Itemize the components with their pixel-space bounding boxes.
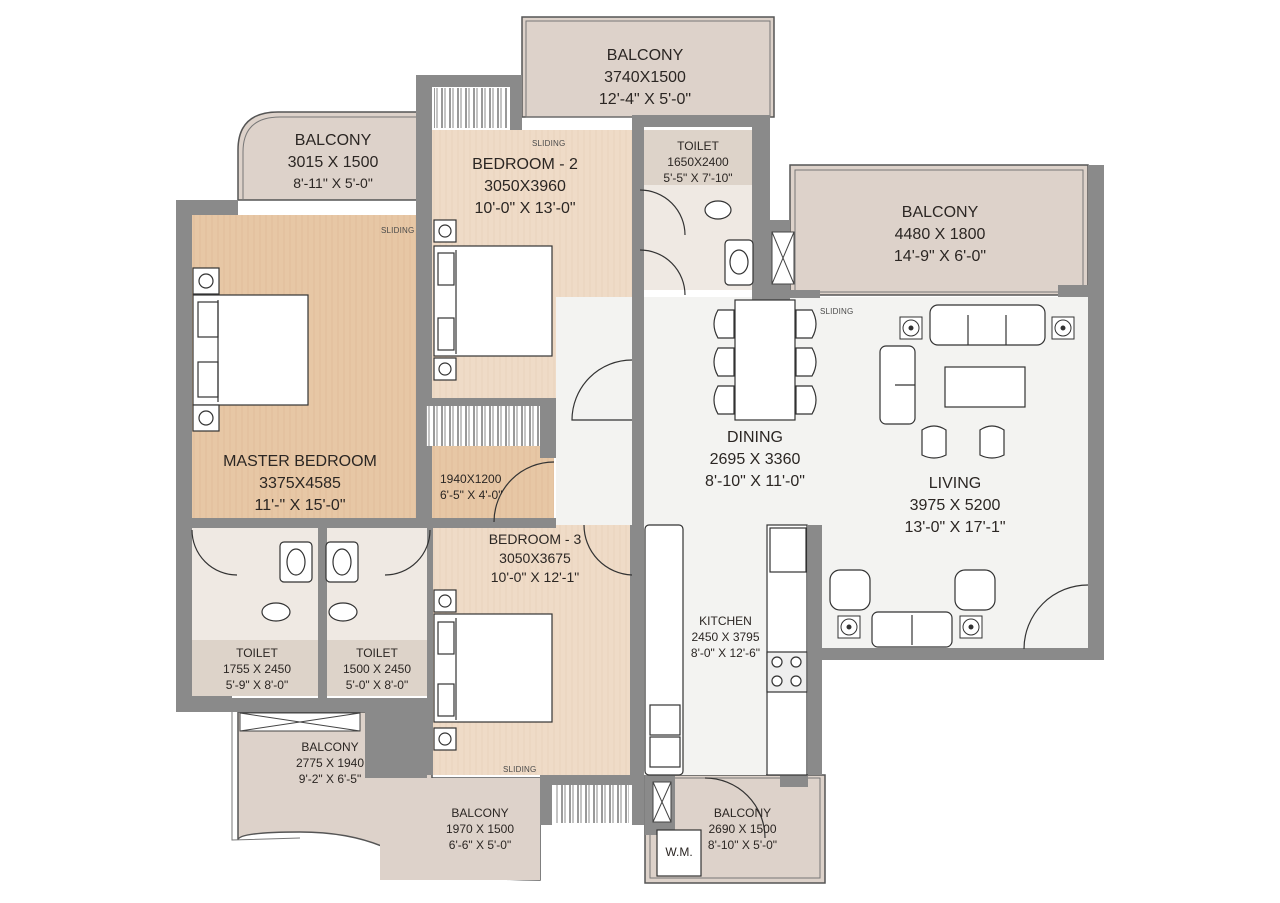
toilet-mid-label: TOILET 1500 X 2450 5'-0" X 8'-0" bbox=[327, 645, 427, 693]
dining-table-icon bbox=[713, 299, 817, 421]
room-imperial: 13'-0" X 17'-1" bbox=[904, 519, 1006, 536]
balcony-bottom-right-label: BALCONY 2690 X 1500 8'-10" X 5'-0" bbox=[700, 805, 785, 853]
railing-bedroom-2 bbox=[434, 88, 508, 128]
bedroom-3-label: BEDROOM - 3 3050X3675 10'-0" X 12'-1" bbox=[460, 530, 610, 587]
walls bbox=[176, 75, 1104, 835]
balcony-bottom-mid bbox=[380, 778, 540, 880]
room-metric: 1970 X 1500 bbox=[445, 822, 515, 836]
balcony-top-label: BALCONY 3740X1500 12'-4" X 5'-0" bbox=[560, 45, 730, 111]
master-bed-icon bbox=[192, 267, 309, 432]
room-name: BEDROOM - 2 bbox=[472, 156, 578, 173]
room-name: MASTER BEDROOM bbox=[223, 453, 377, 470]
sliding-tag: SLIDING bbox=[503, 765, 537, 774]
room-name: TOILET bbox=[236, 646, 278, 660]
living-label: LIVING 3975 X 5200 13'-0" X 17'-1" bbox=[880, 473, 1030, 539]
sliding-tag: SLIDING bbox=[820, 307, 854, 316]
room-metric: 1755 X 2450 bbox=[222, 662, 292, 676]
dining-label: DINING 2695 X 3360 8'-10" X 11'-0" bbox=[680, 427, 830, 493]
washing-machine-icon bbox=[656, 829, 702, 877]
washing-machine-label: W.M. bbox=[665, 845, 693, 859]
sofa-icon bbox=[829, 304, 1046, 648]
room-imperial: 9'-2" X 6'-5" bbox=[298, 772, 362, 786]
bed-2-icon bbox=[433, 219, 553, 381]
toilet-top-header bbox=[638, 130, 756, 185]
room-imperial: 5'-0" X 8'-0" bbox=[345, 678, 409, 692]
shaft-icon bbox=[239, 231, 795, 823]
sliding-tag: SLIDING bbox=[381, 226, 415, 235]
bed-3-icon bbox=[433, 589, 553, 751]
room-imperial: 8'-0" X 12'-6" bbox=[690, 646, 761, 660]
bedroom-2-label: BEDROOM - 2 3050X3960 10'-0" X 13'-0" bbox=[440, 154, 610, 220]
room-imperial: 10'-0" X 12'-1" bbox=[490, 569, 580, 585]
kitchen-counter-icon bbox=[644, 524, 808, 776]
balcony-left-top bbox=[237, 111, 419, 201]
room-metric: 3015 X 1500 bbox=[287, 154, 379, 171]
room-name: DINING bbox=[727, 429, 783, 446]
door-icon bbox=[191, 189, 1089, 839]
plant-icon bbox=[837, 316, 1075, 639]
room-imperial: 8'-10" X 5'-0" bbox=[707, 838, 778, 852]
room-imperial: 11'-" X 15'-0" bbox=[254, 497, 346, 514]
room-metric: 3050X3960 bbox=[484, 178, 566, 195]
room-name: BALCONY bbox=[901, 204, 979, 221]
room-imperial: 8'-10" X 11'-0" bbox=[705, 473, 805, 490]
room-name: TOILET bbox=[356, 646, 398, 660]
toilet-left-label: TOILET 1755 X 2450 5'-9" X 8'-0" bbox=[196, 645, 318, 693]
balcony-left-top-label: BALCONY 3015 X 1500 8'-11" X 5'-0" bbox=[258, 130, 408, 193]
room-metric: 2450 X 3795 bbox=[691, 630, 760, 644]
toilet-mid-header bbox=[327, 640, 427, 696]
balcony-top bbox=[521, 16, 775, 118]
room-metric: 3740X1500 bbox=[604, 69, 686, 86]
room-imperial: 6'-5" X 4'-0" bbox=[440, 488, 503, 502]
room-name: BEDROOM - 3 bbox=[488, 531, 582, 547]
room-name: KITCHEN bbox=[699, 614, 752, 628]
railing-dress bbox=[426, 406, 540, 446]
room-imperial: 5'-9" X 8'-0" bbox=[225, 678, 289, 692]
sliding-tag: SLIDING bbox=[532, 139, 566, 148]
room-metric: 1500 X 2450 bbox=[342, 662, 412, 676]
toilet-top-label: TOILET 1650X2400 5'-5" X 7'-10" bbox=[648, 138, 748, 186]
room-name: BALCONY bbox=[294, 132, 372, 149]
room-name: LIVING bbox=[928, 475, 982, 492]
balcony-bottom-mid-label: BALCONY 1970 X 1500 6'-6" X 5'-0" bbox=[430, 805, 530, 853]
room-imperial: 12'-4" X 5'-0" bbox=[598, 91, 692, 108]
dress-label: 1940X1200 6'-5" X 4'-0" bbox=[440, 471, 525, 503]
balcony-bottom-left-label: BALCONY 2775 X 1940 9'-2" X 6'-5" bbox=[280, 739, 380, 787]
room-imperial: 8'-11" X 5'-0" bbox=[293, 175, 373, 191]
room-metric: 3975 X 5200 bbox=[909, 497, 1001, 514]
room-imperial: 6'-6" X 5'-0" bbox=[448, 838, 512, 852]
room-name: BALCONY bbox=[451, 806, 509, 820]
room-metric: 3375X4585 bbox=[259, 475, 341, 492]
room-name: BALCONY bbox=[713, 806, 772, 820]
room-name: BALCONY bbox=[301, 740, 359, 754]
room-imperial: 5'-5" X 7'-10" bbox=[663, 171, 733, 185]
room-metric: 1940X1200 bbox=[440, 472, 502, 486]
room-name: TOILET bbox=[677, 139, 719, 153]
master-bedroom-label: MASTER BEDROOM 3375X4585 11'-" X 15'-0" bbox=[210, 451, 390, 517]
room-name: BALCONY bbox=[606, 47, 684, 64]
kitchen-label: KITCHEN 2450 X 3795 8'-0" X 12'-6" bbox=[683, 613, 768, 661]
room-imperial: 10'-0" X 13'-0" bbox=[474, 200, 576, 217]
toilet-left-header bbox=[192, 640, 322, 696]
room-metric: 3050X3675 bbox=[499, 550, 571, 566]
room-metric: 4480 X 1800 bbox=[894, 226, 986, 243]
toilet-fixture-icon bbox=[261, 200, 754, 622]
railing-bedroom-3 bbox=[555, 785, 629, 823]
room-imperial: 14'-9" X 6'-0" bbox=[893, 248, 987, 265]
balcony-right-label: BALCONY 4480 X 1800 14'-9" X 6'-0" bbox=[860, 202, 1020, 268]
room-metric: 2690 X 1500 bbox=[708, 822, 777, 836]
room-metric: 2695 X 3360 bbox=[709, 451, 801, 468]
room-metric: 1650X2400 bbox=[667, 155, 729, 169]
room-metric: 2775 X 1940 bbox=[295, 756, 365, 770]
